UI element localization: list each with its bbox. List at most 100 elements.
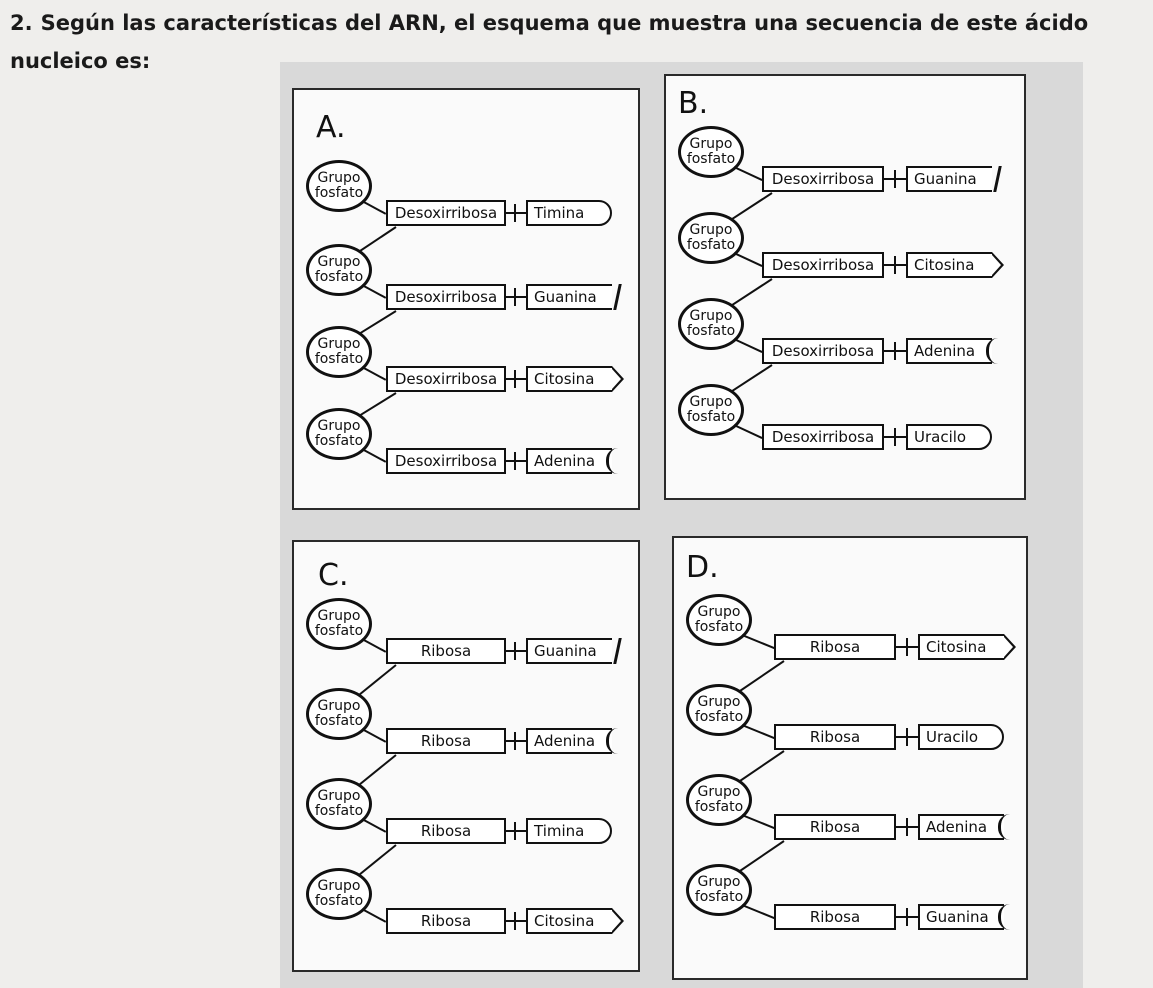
phosphate-label-line1: Grupo <box>317 418 361 434</box>
nitrogenous-base: Uracilo <box>918 724 1004 750</box>
phosphate-sugar-bond <box>733 338 763 353</box>
bond-tick <box>514 822 516 840</box>
phosphate-label-line2: fosfato <box>694 889 744 905</box>
phosphate-label-line2: fosfato <box>686 409 736 425</box>
phosphate-label-line1: Grupo <box>697 874 741 890</box>
question-number: 2. <box>10 11 33 35</box>
phosphate-sugar-bond <box>741 904 775 919</box>
sugar-box: Ribosa <box>774 634 896 660</box>
bond-tick <box>894 170 896 188</box>
phosphate-label-line2: fosfato <box>686 151 736 167</box>
glycosidic-bond <box>506 650 526 652</box>
nitrogenous-base: Adenina <box>526 448 612 474</box>
nitrogenous-base: Citosina <box>906 252 1004 278</box>
phosphate-label-line2: fosfato <box>314 893 364 909</box>
glycosidic-bond <box>506 212 526 214</box>
phosphate-label-line2: fosfato <box>314 623 364 639</box>
question-statement: Según las características del ARN, el es… <box>10 11 1089 73</box>
bond-tick <box>906 728 908 746</box>
phosphate-label-line1: Grupo <box>697 604 741 620</box>
nitrogenous-base: Guanina <box>918 904 1004 930</box>
bond-tick <box>894 342 896 360</box>
phosphate-sugar-bond <box>361 908 387 923</box>
phosphate-label-line2: fosfato <box>314 269 364 285</box>
phosphate-label-line1: Grupo <box>317 878 361 894</box>
phosphate-label-line1: Grupo <box>317 788 361 804</box>
nitrogenous-base: Adenina <box>918 814 1004 840</box>
sugar-box: Desoxirribosa <box>762 252 884 278</box>
sugar-box: Desoxirribosa <box>762 166 884 192</box>
phosphate-label-line1: Grupo <box>689 222 733 238</box>
sugar-box: Ribosa <box>774 814 896 840</box>
bond-tick <box>514 370 516 388</box>
phosphate-sugar-bond <box>741 634 775 649</box>
phosphate-sugar-bond <box>361 638 387 653</box>
phosphate-label-line1: Grupo <box>697 784 741 800</box>
phosphate-label-line2: fosfato <box>314 185 364 201</box>
phosphate-label-line2: fosfato <box>686 323 736 339</box>
phosphate-label-line2: fosfato <box>694 619 744 635</box>
bond-tick <box>906 908 908 926</box>
phosphate-label-line1: Grupo <box>689 308 733 324</box>
phosphate-sugar-bond <box>361 728 387 743</box>
nitrogenous-base: Citosina <box>918 634 1016 660</box>
phosphate-sugar-bond <box>733 252 763 267</box>
sugar-box: Desoxirribosa <box>386 200 506 226</box>
bond-tick <box>514 642 516 660</box>
bond-tick <box>894 256 896 274</box>
nitrogenous-base: Uracilo <box>906 424 992 450</box>
phosphate-label-line1: Grupo <box>317 698 361 714</box>
phosphate-sugar-bond <box>741 814 775 829</box>
bond-tick <box>514 204 516 222</box>
sugar-box: Desoxirribosa <box>386 284 506 310</box>
bond-tick <box>894 428 896 446</box>
nitrogenous-base: Guanina <box>906 166 992 192</box>
sugar-box: Ribosa <box>386 908 506 934</box>
sugar-box: Desoxirribosa <box>762 338 884 364</box>
nitrogenous-base: Timina <box>526 818 612 844</box>
phosphate-sugar-bond <box>361 448 387 463</box>
glycosidic-bond <box>506 920 526 922</box>
phosphate-label-line2: fosfato <box>314 351 364 367</box>
nitrogenous-base: Timina <box>526 200 612 226</box>
nitrogenous-base: Citosina <box>526 908 624 934</box>
phosphate-label-line1: Grupo <box>689 394 733 410</box>
phosphate-label-line2: fosfato <box>694 709 744 725</box>
option-letter: A. <box>316 110 346 145</box>
phosphate-label-line1: Grupo <box>317 336 361 352</box>
phosphate-sugar-bond <box>361 200 387 215</box>
bond-tick <box>514 288 516 306</box>
nitrogenous-base: Adenina <box>526 728 612 754</box>
sugar-box: Ribosa <box>386 728 506 754</box>
bond-tick <box>514 732 516 750</box>
nitrogenous-base: Guanina <box>526 284 612 310</box>
phosphate-sugar-bond <box>733 424 763 439</box>
bond-tick <box>514 452 516 470</box>
glycosidic-bond <box>506 296 526 298</box>
glycosidic-bond <box>506 830 526 832</box>
sugar-box: Ribosa <box>774 724 896 750</box>
phosphate-label-line2: fosfato <box>314 713 364 729</box>
phosphate-label-line2: fosfato <box>314 803 364 819</box>
phosphate-sugar-bond <box>361 366 387 381</box>
phosphate-sugar-bond <box>361 818 387 833</box>
phosphate-label-line1: Grupo <box>317 170 361 186</box>
sugar-box: Desoxirribosa <box>386 366 506 392</box>
sugar-box: Desoxirribosa <box>386 448 506 474</box>
